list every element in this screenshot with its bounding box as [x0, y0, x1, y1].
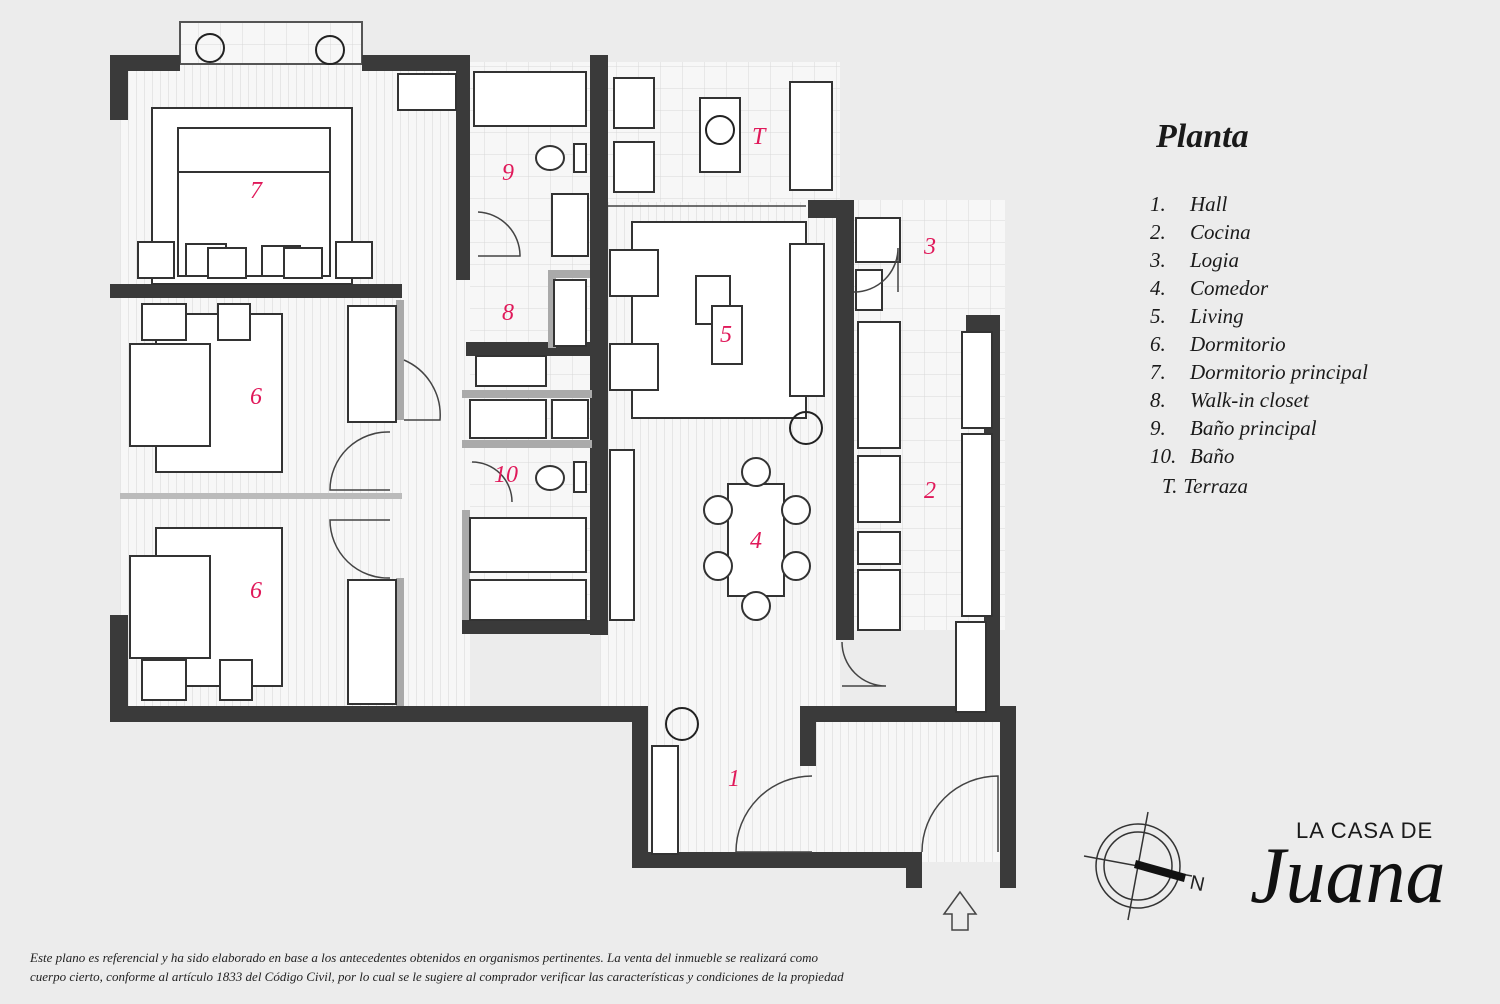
disclaimer-line: Este plano es referencial y ha sido elab… — [30, 950, 819, 965]
legend-item: 6.Dormitorio — [1150, 332, 1286, 356]
legend-item: 2.Cocina — [1150, 220, 1251, 244]
disclaimer-line: cuerpo cierto, conforme al artículo 1833… — [30, 969, 844, 984]
legend-item: 1.Hall — [1150, 192, 1228, 216]
room-label-8: 8 — [502, 300, 514, 326]
legend-item: 10.Baño — [1150, 444, 1235, 468]
room-label-5: 5 — [720, 322, 732, 348]
legend-list: 1.Hall 2.Cocina 3.Logia 4.Comedor 5.Livi… — [1150, 190, 1368, 500]
legend: Planta 1.Hall 2.Cocina 3.Logia 4.Comedor… — [1150, 118, 1368, 500]
legend-item: 3.Logia — [1150, 248, 1240, 272]
doors — [329, 205, 999, 853]
compass-north-label: N — [1188, 872, 1207, 897]
brand-script: Juana — [1250, 832, 1446, 920]
legend-item-terraza: T.Terraza — [1162, 474, 1248, 498]
walls — [110, 55, 1016, 888]
legend-item: 5.Living — [1150, 304, 1244, 328]
room-label-6-top: 6 — [250, 384, 262, 410]
room-label-1: 1 — [728, 766, 740, 792]
legend-item: 7.Dormitorio principal — [1150, 360, 1368, 384]
room-label-7: 7 — [250, 178, 263, 204]
disclaimer: Este plano es referencial y ha sido elab… — [30, 948, 1070, 986]
compass-icon — [1083, 811, 1193, 921]
legend-item: 9.Baño principal — [1150, 416, 1317, 440]
room-label-3: 3 — [923, 234, 936, 260]
furniture — [129, 71, 993, 855]
room-label-terraza: T — [752, 124, 767, 150]
legend-item: 8.Walk-in closet — [1150, 388, 1309, 412]
room-label-2: 2 — [924, 478, 936, 504]
entrance-arrow-icon — [942, 890, 978, 931]
room-labels: 1 2 3 4 5 6 6 7 8 9 10 T — [250, 124, 936, 792]
brand-name: LA CASA DE — [1296, 818, 1434, 843]
room-label-9: 9 — [502, 160, 514, 186]
legend-item: 4.Comedor — [1150, 276, 1269, 300]
plant-icon — [195, 33, 823, 741]
legend-title: Planta — [1156, 118, 1249, 155]
room-label-6-bottom: 6 — [250, 578, 262, 604]
room-label-10: 10 — [494, 462, 518, 488]
room-label-4: 4 — [750, 528, 762, 554]
